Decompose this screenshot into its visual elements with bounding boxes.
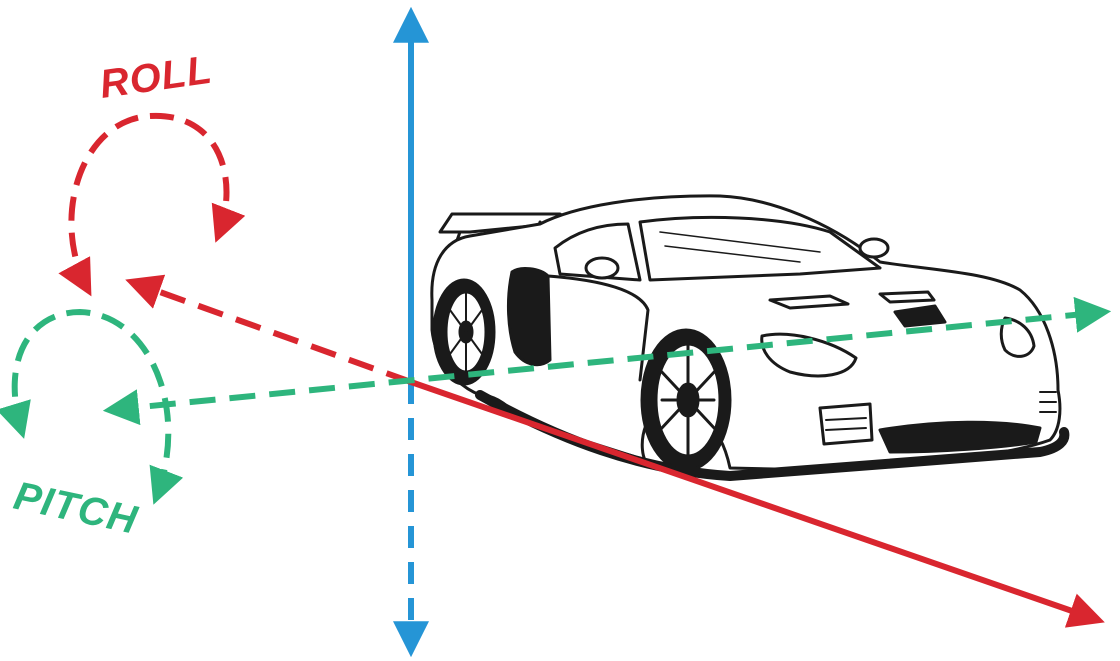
car-illustration (430, 194, 1070, 481)
side-mirror (584, 256, 620, 280)
pitch-label: PITCH (10, 474, 142, 543)
windshield (638, 215, 882, 282)
hood-vent (768, 294, 850, 310)
roll-axis-rear (125, 274, 413, 385)
roll-rotation-arrow (58, 112, 246, 297)
roll-label: ROLL (97, 48, 215, 107)
pitch-rotation-arrow (0, 308, 184, 505)
hood-vent (878, 290, 936, 304)
rear-wheel (432, 278, 496, 386)
side-intake (506, 267, 552, 367)
pitch-axis (102, 296, 1112, 426)
